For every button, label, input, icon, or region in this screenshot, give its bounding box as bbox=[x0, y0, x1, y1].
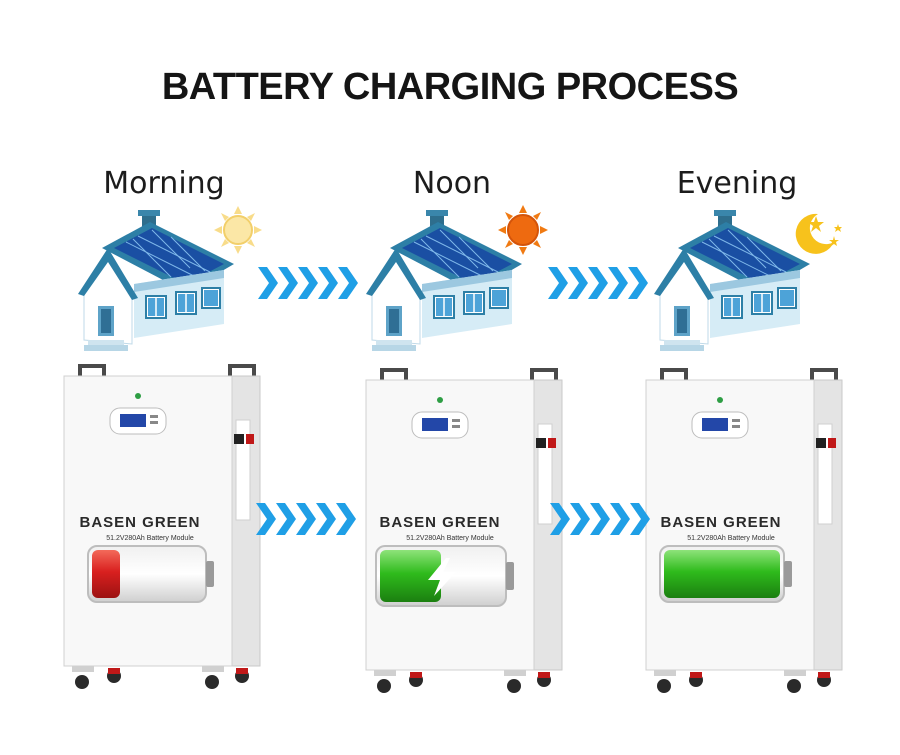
battery-fill-noon bbox=[380, 550, 441, 602]
battery-cabinet-noon bbox=[364, 368, 564, 695]
battery-cabinet-evening bbox=[644, 368, 844, 695]
house-evening bbox=[653, 209, 811, 352]
bright-sun-icon bbox=[498, 205, 548, 255]
battery-fill-evening bbox=[664, 550, 780, 598]
arrow-chevrons-top-1 bbox=[258, 267, 358, 299]
brand-text-noon: BASEN GREEN bbox=[379, 514, 500, 531]
arrow-chevrons-top-2 bbox=[548, 267, 648, 299]
house-noon bbox=[365, 209, 523, 352]
battery-level-icon-morning bbox=[87, 545, 214, 603]
arrow-chevrons-mid-1 bbox=[256, 503, 356, 535]
stage-label-evening: Evening bbox=[676, 166, 798, 201]
pale-sun-icon bbox=[214, 206, 262, 254]
model-text-evening: 51.2V280Ah Battery Module bbox=[687, 535, 775, 542]
battery-level-icon-evening bbox=[659, 545, 792, 603]
brand-text-morning: BASEN GREEN bbox=[79, 514, 200, 531]
page-title: BATTERY CHARGING PROCESS bbox=[161, 66, 739, 108]
moon-stars-icon bbox=[795, 213, 842, 254]
model-text-morning: 51.2V280Ah Battery Module bbox=[106, 535, 194, 542]
lightning-bolt-icon bbox=[428, 558, 456, 596]
battery-level-icon-noon bbox=[375, 545, 514, 607]
stage-label-morning: Morning bbox=[103, 166, 225, 201]
brand-text-evening: BASEN GREEN bbox=[660, 514, 781, 531]
stage-label-noon: Noon bbox=[412, 166, 492, 201]
model-text-noon: 51.2V280Ah Battery Module bbox=[406, 535, 494, 542]
battery-fill-morning bbox=[92, 550, 120, 598]
house-morning bbox=[77, 209, 235, 352]
arrow-chevrons-mid-2 bbox=[550, 503, 650, 535]
